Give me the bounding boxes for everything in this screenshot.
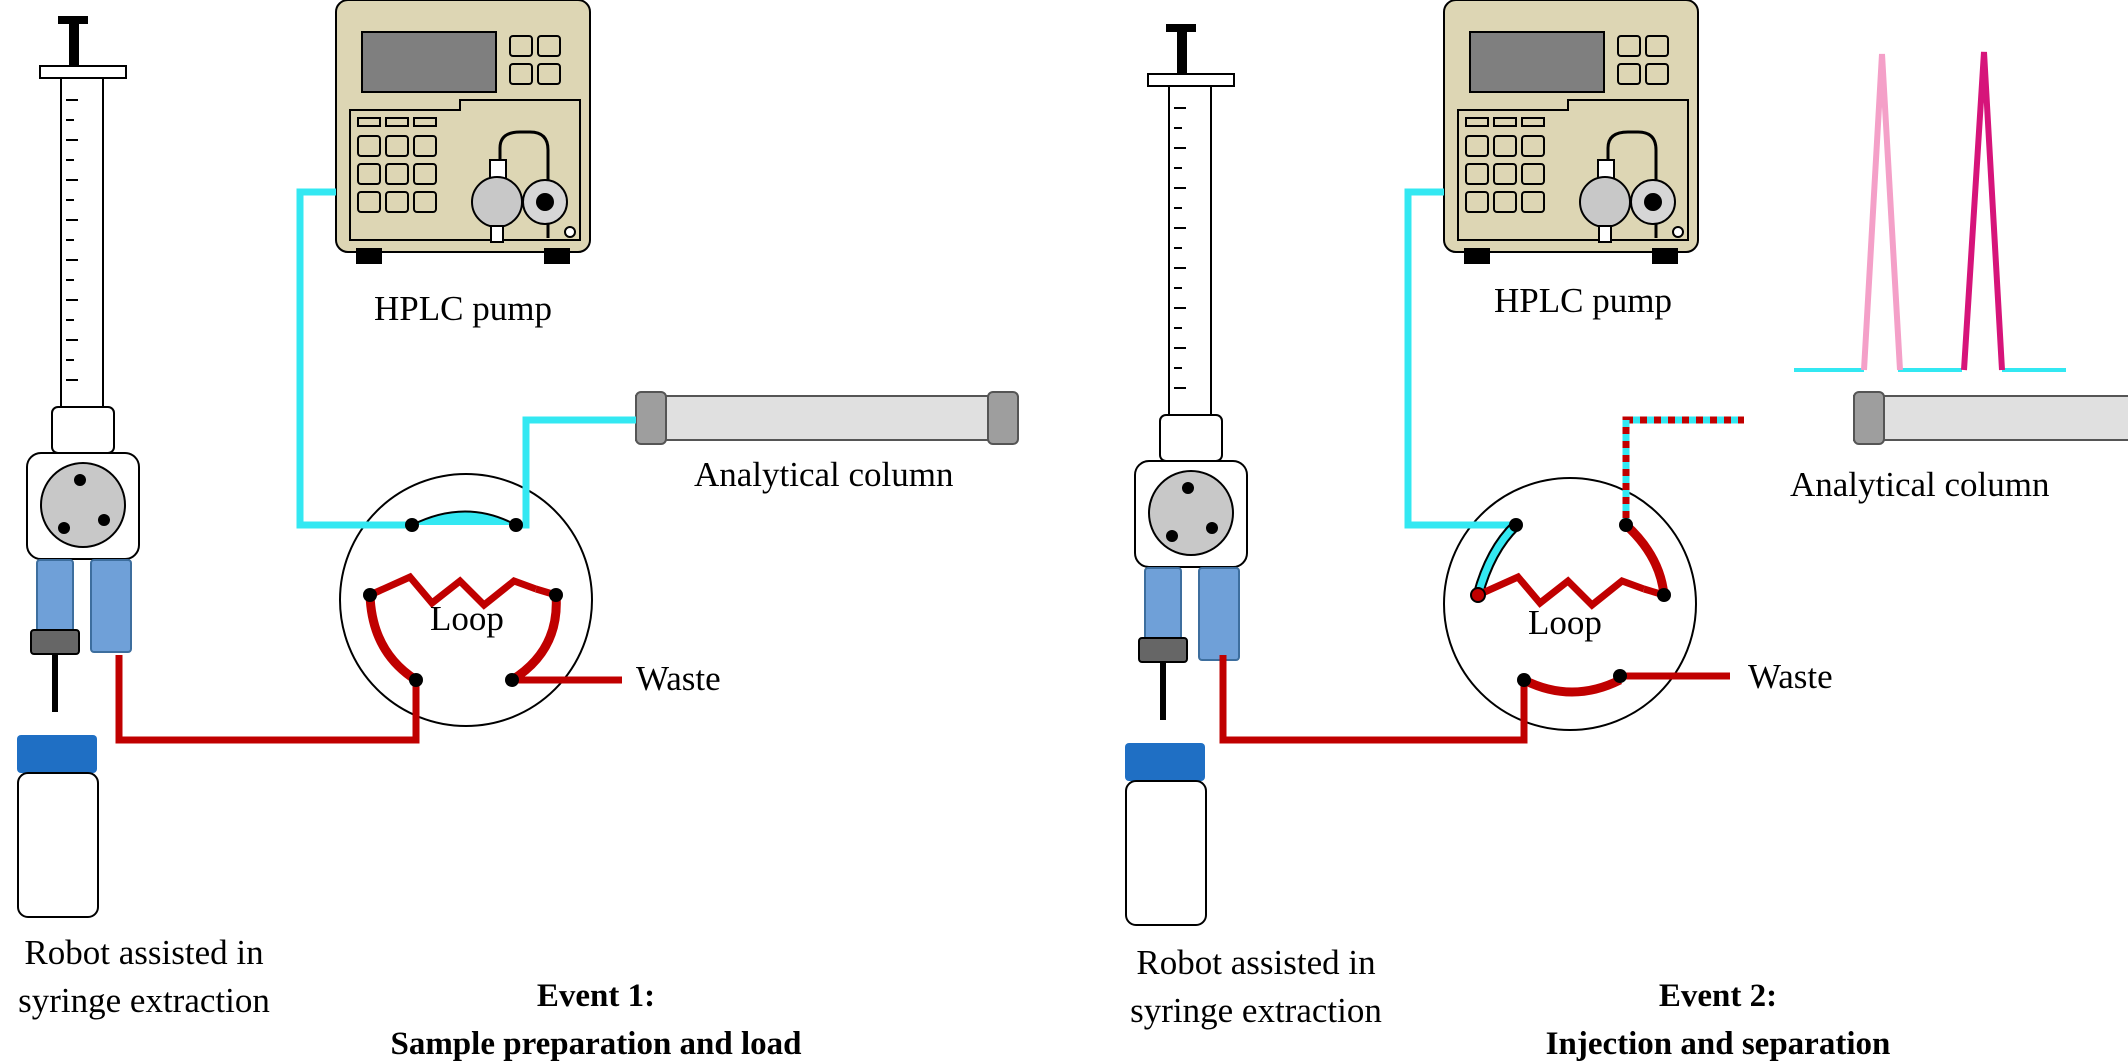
syringe-label-line1: Robot assisted in — [1136, 943, 1375, 982]
loop-label: Loop — [1528, 603, 1602, 642]
valve-ports — [1470, 518, 1671, 687]
valve-channel-right — [1622, 521, 1669, 596]
analytical-column-icon — [635, 391, 1019, 445]
valve-channel-left — [365, 594, 419, 684]
loop-label: Loop — [430, 599, 504, 638]
event-subtitle: Sample preparation and load — [390, 1026, 801, 1062]
chromatogram-peak-1 — [1861, 53, 1903, 371]
column-label: Analytical column — [694, 455, 954, 494]
hplc-pump-icon — [334, 0, 592, 266]
syringe-graduation-ticks — [1174, 107, 1186, 389]
syringe-label-line2: syringe extraction — [18, 981, 270, 1020]
event-title: Event 2: — [1659, 978, 1777, 1014]
valve-ports — [363, 518, 563, 687]
valve-channel-left — [1474, 522, 1519, 596]
pump-label: HPLC pump — [1494, 281, 1672, 320]
chromatogram — [1794, 51, 2066, 372]
panel-event-1: HPLC pump Analytical column Loop Waste R… — [16, 0, 1019, 1062]
valve-channel-bottom — [1521, 675, 1623, 697]
analytical-column-icon — [1853, 391, 2128, 445]
chromatogram-peak-2 — [1961, 51, 2005, 371]
valve-channel-right — [509, 594, 561, 684]
column-label: Analytical column — [1790, 465, 2050, 504]
syringe-label-line1: Robot assisted in — [24, 933, 263, 972]
event-title: Event 1: — [537, 978, 655, 1014]
valve-channel-mobile — [411, 510, 517, 526]
syringe-label-line2: syringe extraction — [1130, 991, 1382, 1030]
syringe-assembly — [1124, 23, 1248, 926]
sample-line — [1219, 655, 1730, 744]
syringe-assembly — [16, 15, 140, 918]
event-subtitle: Injection and separation — [1546, 1026, 1891, 1062]
eluent-line-dash — [1622, 416, 1744, 525]
waste-label: Waste — [1748, 657, 1833, 696]
pump-label: HPLC pump — [374, 289, 552, 328]
mobile-phase-line — [1404, 188, 1516, 529]
waste-label: Waste — [636, 659, 721, 698]
sample-line — [115, 655, 622, 744]
hplc-pump-icon — [1442, 0, 1700, 266]
panel-event-2: HPLC pump Analytical column Loop Waste R… — [1124, 0, 2128, 1062]
syringe-graduation-ticks — [66, 99, 78, 381]
